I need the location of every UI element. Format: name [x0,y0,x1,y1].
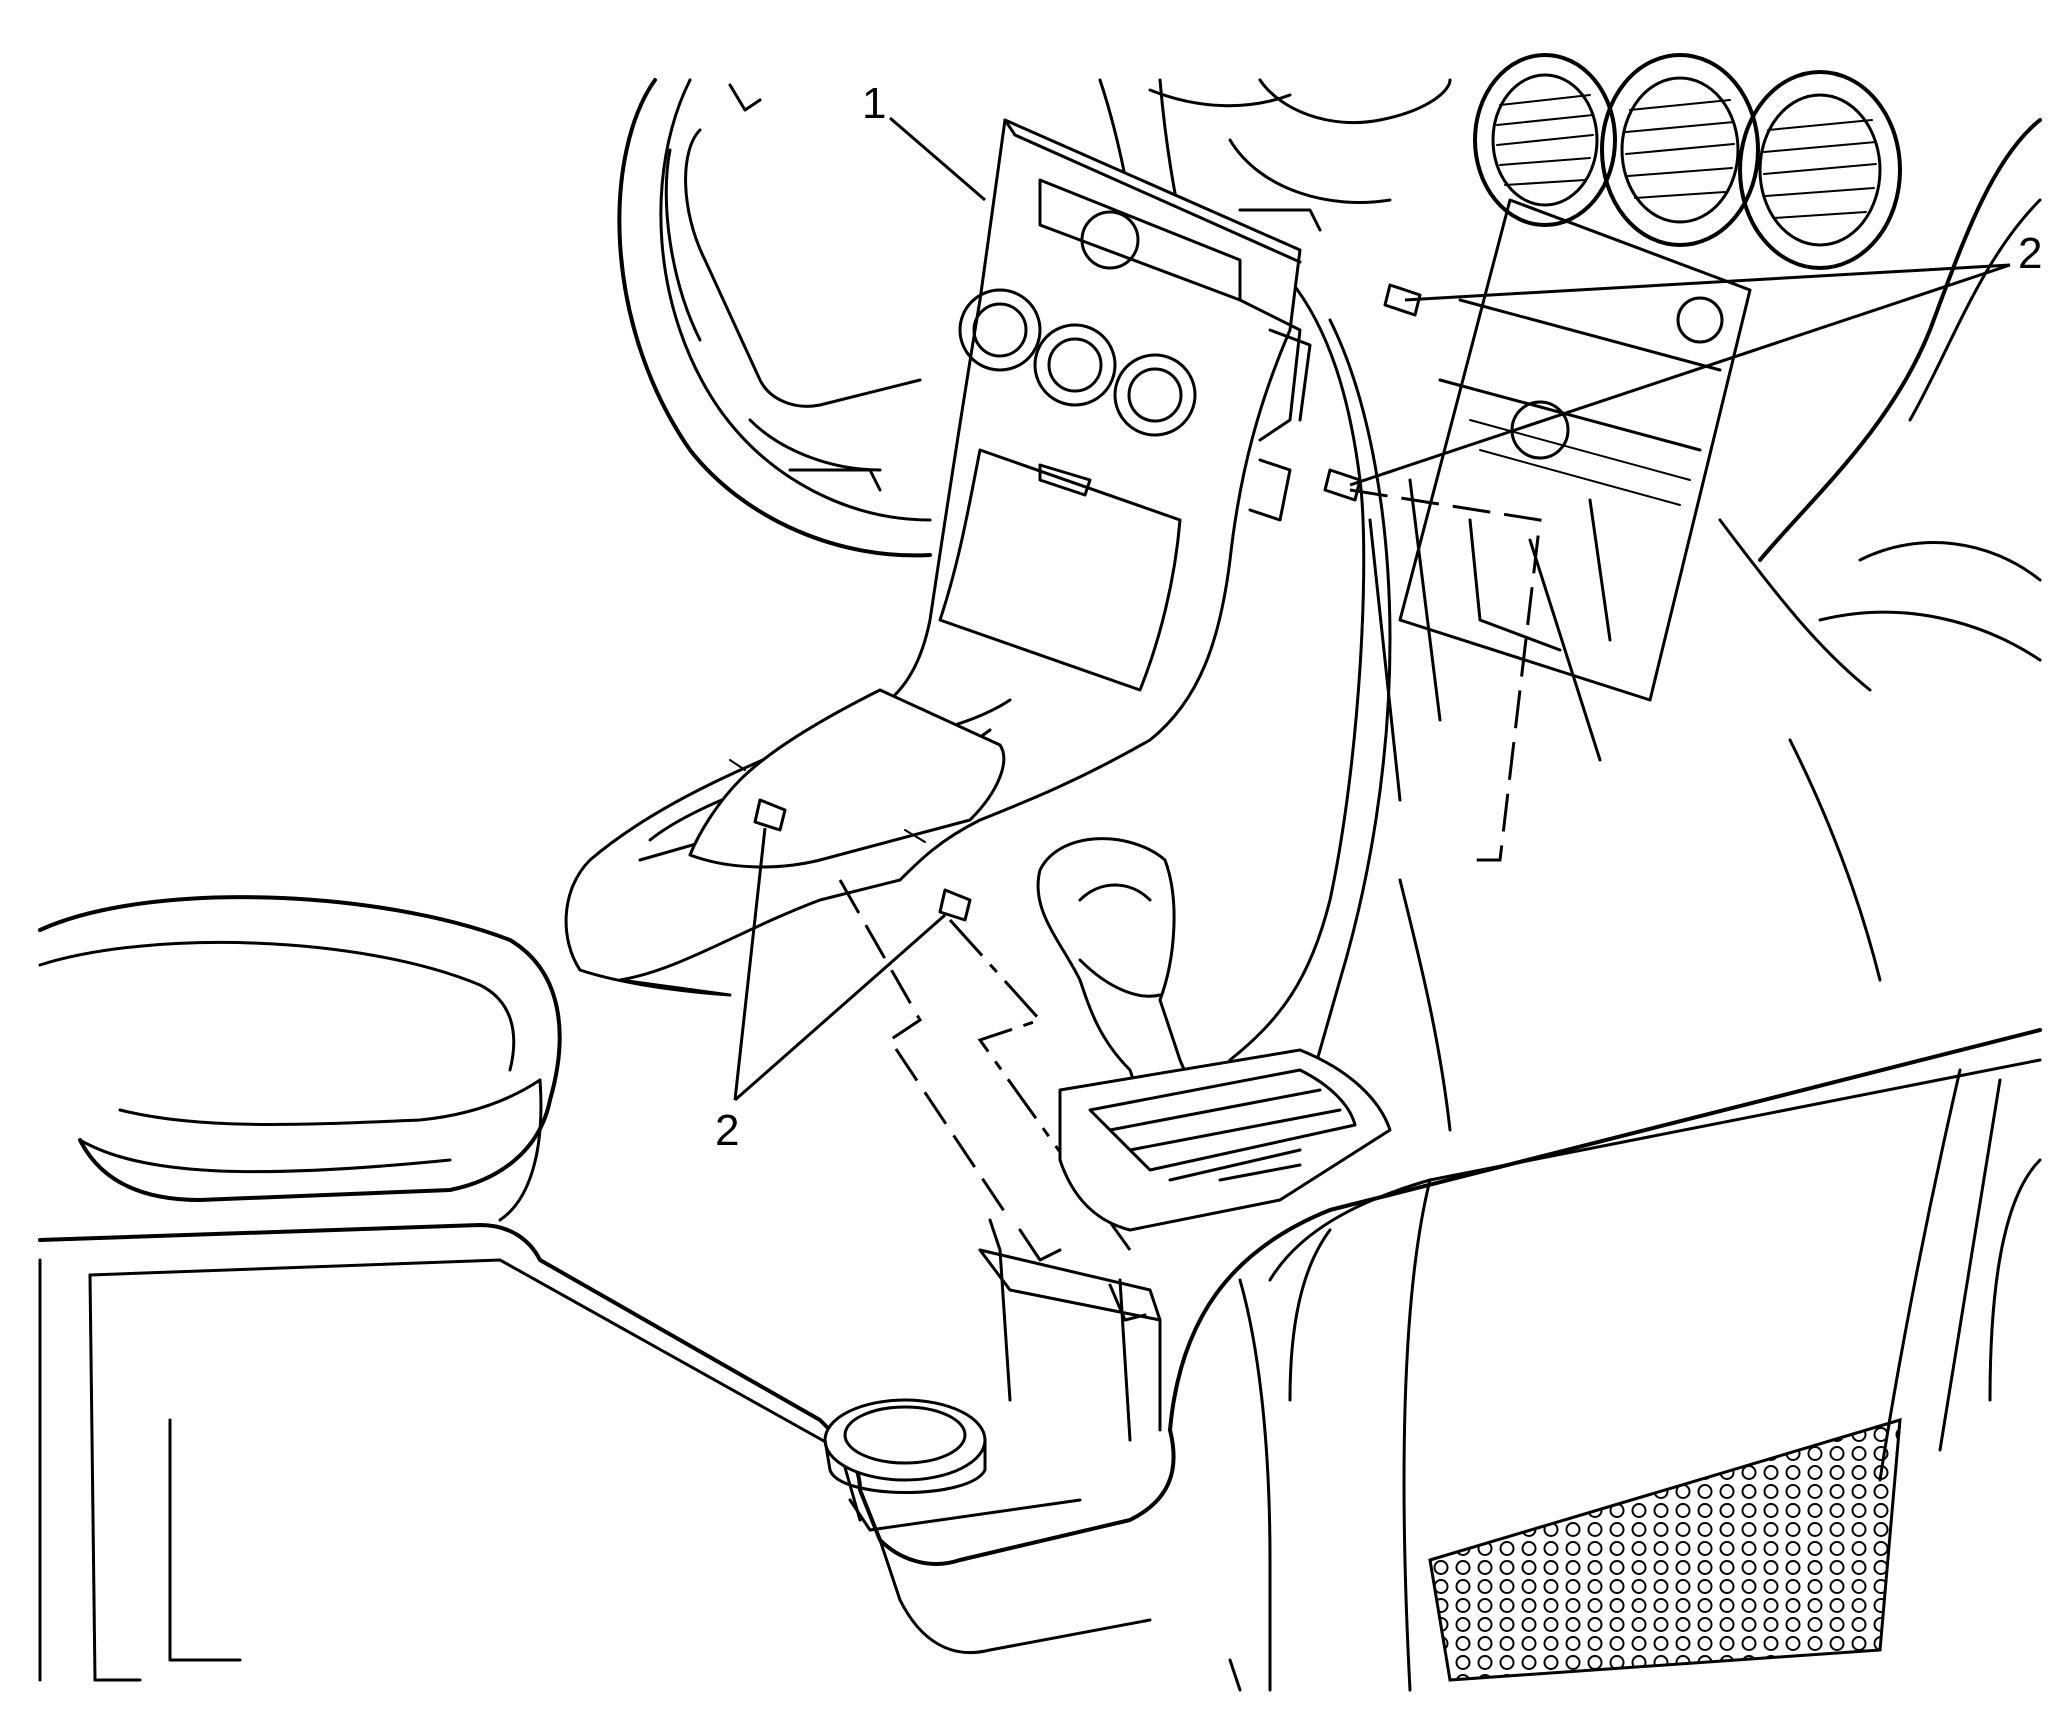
dashboard-right [1718,118,2042,982]
air-vent-right [1738,70,1902,270]
dash-opening [1368,198,1752,802]
trim-plate [564,118,1312,997]
installation-paths [838,488,1542,1251]
air-vent-center [1600,53,1760,247]
speaker-grille [1428,1417,1902,1682]
callout-2-bottom: 2 [715,1106,739,1155]
retaining-clips [729,283,1422,922]
callout-2-right: 2 [2018,229,2042,278]
armrest [38,895,562,1222]
leader-lines [733,116,2011,1102]
console-side-panel [1168,1028,2042,1692]
shifter-bezel [978,1048,1392,1442]
center-console [38,1223,1176,1682]
cup-holder [823,1398,1082,1532]
center-stack-housing [1228,278,1452,1132]
callout-1: 1 [862,79,886,128]
air-vent-left [1473,53,1617,227]
steering-wheel [617,78,932,558]
